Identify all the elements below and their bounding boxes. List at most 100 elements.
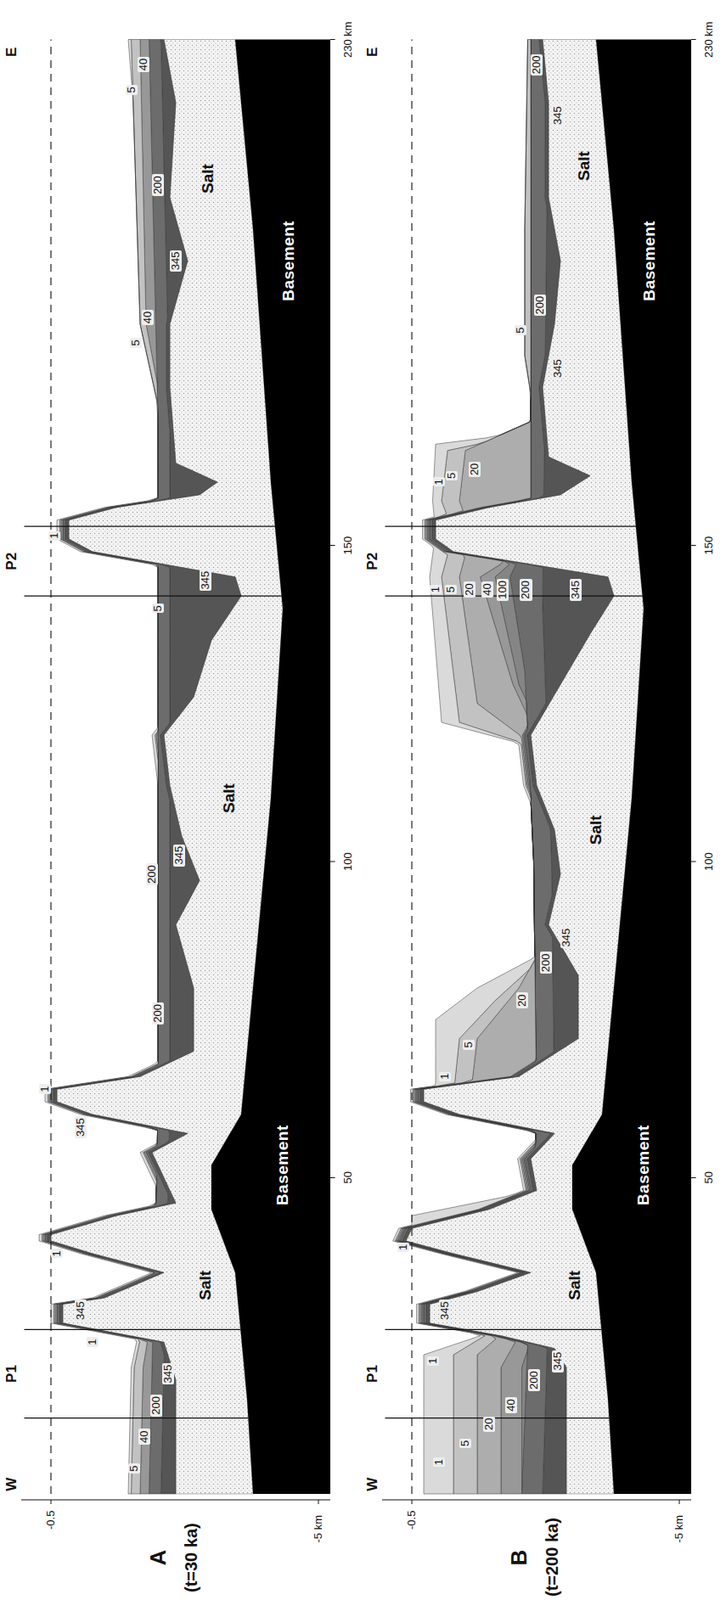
panel-letter: B <box>506 1550 532 1567</box>
axis-tick <box>330 861 336 863</box>
section-header: W <box>365 1478 382 1492</box>
section-header: P2 <box>4 552 21 571</box>
axis-tick <box>691 545 697 546</box>
isochron-age: 200 <box>528 1369 541 1392</box>
isochron-age: 200 <box>150 1395 163 1418</box>
isochron-age: 200 <box>540 952 552 975</box>
axis-tick <box>679 1500 681 1505</box>
sediment-layer <box>396 39 536 1496</box>
axis-tick <box>691 861 697 863</box>
distance-label: 230 km <box>703 21 715 58</box>
salt-label: Salt <box>220 783 239 814</box>
isochron-age: 1 <box>427 1356 439 1367</box>
sediment-layer <box>42 39 159 1496</box>
isochron-age: 40 <box>137 56 150 73</box>
distance-label: 100 <box>342 852 355 872</box>
isochron-age: 345 <box>199 569 212 592</box>
sediment-layer <box>39 39 158 1496</box>
profile-line <box>385 526 636 528</box>
isochron-age: 1 <box>397 1243 410 1253</box>
basement-label: Basement <box>641 220 659 302</box>
isochron-age: 5 <box>129 337 142 348</box>
isochron-age: 5 <box>125 84 138 95</box>
salt-label: Salt <box>199 163 218 194</box>
section-panel <box>382 39 697 1506</box>
panel-letter: A <box>146 1550 171 1567</box>
axis-tick <box>691 1177 697 1179</box>
isochron-age: 345 <box>551 104 564 127</box>
basement-label: Basement <box>274 1125 293 1206</box>
section-panel <box>21 39 336 1506</box>
section-header: P1 <box>365 1365 382 1384</box>
axis-tick <box>411 1500 413 1505</box>
salt-label: Salt <box>575 151 594 181</box>
salt-label: Salt <box>196 1271 215 1301</box>
sediment-layer <box>393 39 537 1496</box>
isochron-age: 345 <box>560 927 573 950</box>
isochron-age: 5 <box>462 1040 475 1050</box>
panel-time: (t=30 ka) <box>181 1523 201 1593</box>
reference-line <box>410 39 412 1496</box>
isochron-age: 1 <box>429 585 442 595</box>
isochron-age: 345 <box>74 1300 87 1323</box>
basement-label: Basement <box>635 1125 653 1206</box>
salt-label: Salt <box>566 1271 585 1301</box>
isochron-age: 1 <box>39 1084 51 1094</box>
isochron-age: 200 <box>151 174 164 197</box>
section-header: E <box>365 47 382 57</box>
salt-label: Salt <box>587 815 606 845</box>
isochron-age: 345 <box>569 579 582 602</box>
isochron-age: 345 <box>169 250 182 273</box>
distance-label: 100 <box>703 852 715 872</box>
basement-label: Basement <box>280 220 299 302</box>
profile-line <box>24 1329 242 1331</box>
basement-body <box>572 39 692 1496</box>
distance-label: 50 <box>342 1171 355 1184</box>
isochron-age: 345 <box>551 1350 564 1374</box>
depth-axis <box>382 1500 692 1502</box>
axis-tick <box>691 39 697 40</box>
isochron-age: 100 <box>496 579 509 602</box>
sediment-layer <box>397 39 536 1496</box>
isochron-age: 200 <box>151 1002 164 1025</box>
isochron-age: 20 <box>516 992 529 1008</box>
isochron-age: 1 <box>48 531 61 541</box>
isochron-age: 5 <box>445 471 458 481</box>
reference-line <box>50 39 51 1496</box>
isochron-age: 1 <box>433 477 445 487</box>
isochron-age: 345 <box>74 1116 87 1139</box>
isochron-age: 40 <box>141 309 154 326</box>
section-header: P1 <box>4 1365 21 1384</box>
depth-label: -5 km <box>312 1515 325 1544</box>
distance-label: 230 km <box>342 21 355 58</box>
isochron-age: 1 <box>86 1337 99 1347</box>
isochron-age: 20 <box>483 1417 496 1433</box>
profile-line <box>385 1329 603 1331</box>
distance-label: 150 <box>342 536 355 556</box>
isochron-age: 345 <box>438 1300 451 1323</box>
isochron-age: 1 <box>438 1072 451 1082</box>
axis-tick <box>330 545 336 546</box>
isochron-age: 200 <box>530 54 543 77</box>
isochron-age: 40 <box>481 581 494 597</box>
profile-line <box>24 1418 249 1419</box>
sediment-layer <box>394 39 536 1496</box>
isochron-age: 200 <box>519 579 532 602</box>
isochron-age: 200 <box>534 294 546 317</box>
axis-tick <box>50 1500 52 1505</box>
isochron-age: 1 <box>433 1457 445 1468</box>
panel-time: (t=200 ka) <box>542 1518 562 1598</box>
isochron-age: 200 <box>146 863 158 886</box>
depth-label: -0.5 <box>405 1511 418 1531</box>
section-header: W <box>4 1478 21 1492</box>
section-header: P2 <box>365 552 382 571</box>
isochron-age: 345 <box>551 357 564 380</box>
distance-label: 150 <box>703 536 715 556</box>
isochron-age: 5 <box>151 603 164 614</box>
distance-label: 50 <box>703 1171 715 1184</box>
axis-tick <box>330 1177 336 1179</box>
axis-tick <box>330 39 336 40</box>
isochron-age: 40 <box>138 1429 151 1445</box>
